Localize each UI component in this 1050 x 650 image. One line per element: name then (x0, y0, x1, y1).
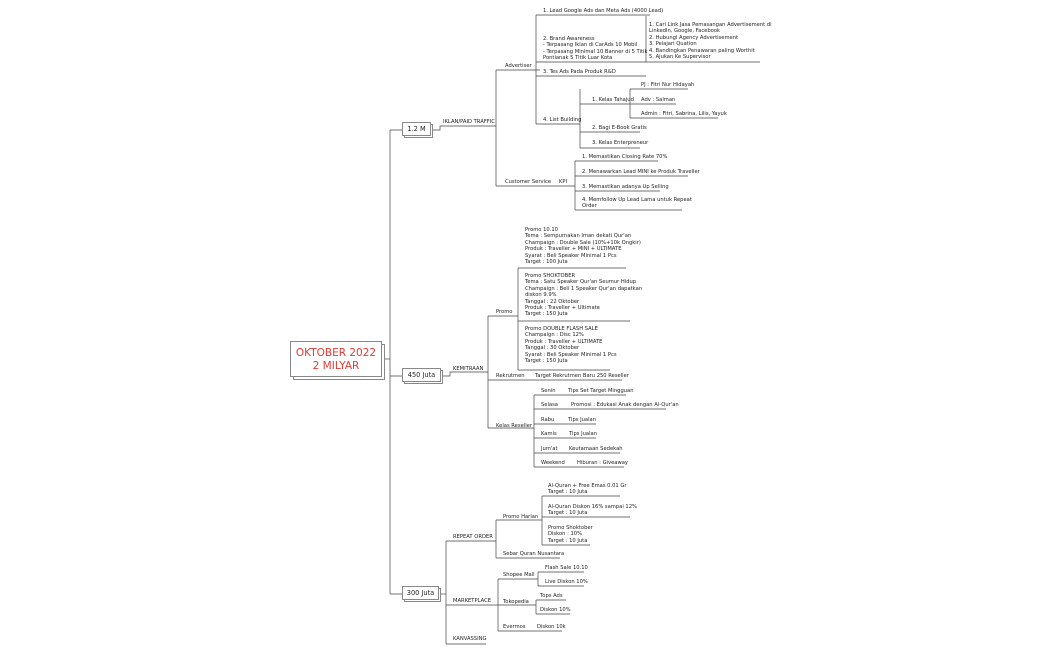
marketplace-title[interactable]: MARKETPLACE (453, 598, 491, 604)
live-diskon-label[interactable]: Live Diskon 10% (545, 579, 588, 585)
tops-ads-label[interactable]: Tops Ads (540, 593, 563, 599)
diskon-10k-label[interactable]: Diskon 10k (537, 624, 566, 630)
kelas-reseller-label[interactable]: Kelas Reseller (496, 423, 532, 429)
customer-service-label[interactable]: Customer Service (505, 179, 552, 185)
budget-node-2: 450 Juta (402, 368, 443, 384)
kpi-item-1[interactable]: 1. Memastikan Closing Rate 70% (582, 154, 668, 160)
budget-node-1-box[interactable]: 1.2 M (402, 122, 431, 136)
rekrutmen-target-label[interactable]: Target Rekrutmen Baru 250 Reseller (535, 373, 629, 379)
schedule-day[interactable]: Selasa (541, 402, 558, 408)
promo-1010-label[interactable]: Promo 10.10 Tema : Sempurnakan Iman deka… (525, 227, 641, 266)
schedule-day[interactable]: Senin (541, 388, 556, 394)
schedule-topic[interactable]: Promosi : Edukasi Anak dengan Al-Qur'an (571, 402, 679, 408)
admin-label[interactable]: Admin : Fitri, Sabrina, Lilis, Yayuk (641, 111, 727, 117)
kpi-label[interactable]: KPI (559, 179, 568, 185)
ebook-label[interactable]: 2. Bagi E-Book Gratis (592, 125, 647, 131)
list-building-label[interactable]: 4. List Building (543, 117, 582, 123)
iklan-title[interactable]: IKLAN/PAID TRAFFIC (443, 119, 495, 125)
budget-node-3: 300 Juta (402, 586, 441, 602)
evermos-label[interactable]: Evermos (503, 624, 526, 630)
root-node: OKTOBER 2022 2 MILYAR (290, 341, 385, 380)
budget-node-1: 1.2 M (402, 122, 433, 138)
advertiser-label[interactable]: Advertiser (505, 63, 532, 69)
adv-label[interactable]: Adv : Salman (641, 97, 676, 103)
promo-label[interactable]: Promo (496, 309, 513, 315)
schedule-day[interactable]: Kamis (541, 431, 557, 437)
root-subtitle: 2 MILYAR (312, 360, 360, 372)
promo-harian-item-1[interactable]: Al-Quran + Free Emas 0.01 Gr Target : 10… (548, 483, 627, 496)
shopee-mall-label[interactable]: Shopee Mall (503, 572, 535, 578)
schedule-day[interactable]: Jum'at (541, 446, 558, 452)
promo-harian-item-3[interactable]: Promo Shoktober Diskon : 10% Target : 10… (548, 525, 593, 544)
brand-steps-label[interactable]: 1. Cari Link Jasa Pemasangan Advertiseme… (649, 22, 772, 61)
schedule-topic[interactable]: Hiburan : Giveaway (577, 460, 628, 466)
kpi-item-2[interactable]: 2. Menawarkan Lead MINI ke Produk Travel… (582, 169, 700, 175)
tes-ads-label[interactable]: 3. Tes Ads Pada Produk R&D (543, 69, 616, 75)
flash-sale-label[interactable]: Flash Sale 10.10 (545, 565, 588, 571)
budget-node-3-box[interactable]: 300 Juta (402, 586, 439, 600)
diskon-10-label[interactable]: Diskon 10% (540, 607, 571, 613)
kpi-item-3[interactable]: 3. Memastikan adanya Up Selling (582, 184, 669, 190)
schedule-topic[interactable]: Tips Jualan (568, 417, 596, 423)
kpi-item-4[interactable]: 4. Memfollow Up Lead Lama untuk Repeat O… (582, 197, 692, 210)
sebar-quran-label[interactable]: Sebar Quran Nusantara (503, 551, 565, 557)
kelas-enterpreneur-label[interactable]: 3. Kelas Enterpreneur (592, 140, 649, 146)
lead-label[interactable]: 1. Lead Google Ads dan Meta Ads (4000 Le… (543, 8, 664, 14)
rekrutmen-label[interactable]: Rekrutmen (496, 373, 525, 379)
schedule-topic[interactable]: Keutamaan Sedekah (569, 446, 623, 452)
promo-harian-label[interactable]: Promo Harian (503, 514, 539, 520)
schedule-topic[interactable]: Tips Jualan (569, 431, 597, 437)
promo-double-flash-label[interactable]: Promo DOUBLE FLASH SALE Champaign : Disc… (525, 326, 617, 365)
schedule-day[interactable]: Weekend (541, 460, 565, 466)
root-title: OKTOBER 2022 (295, 347, 377, 359)
kanvassing-title[interactable]: KANVASSING (453, 636, 487, 642)
repeat-order-title[interactable]: REPEAT ORDER (453, 534, 493, 540)
kelas-tahajud-label[interactable]: 1. Kelas Tahajud (592, 97, 634, 103)
pj-label[interactable]: PJ : Fitri Nur Hidayah (641, 82, 695, 88)
promo-shoktober-label[interactable]: Promo SHOKTOBER Tema : Satu Speaker Qur'… (525, 273, 643, 318)
tokopedia-label[interactable]: Tokopedia (503, 599, 529, 605)
root-node-box[interactable]: OKTOBER 2022 2 MILYAR (290, 341, 382, 377)
budget-node-2-box[interactable]: 450 Juta (402, 368, 441, 382)
brand-awareness-label[interactable]: 2. Brand Awareness - Terpasang Iklan di … (543, 36, 648, 62)
kemitraan-title[interactable]: KEMITRAAN (453, 366, 484, 372)
schedule-topic[interactable]: Tips Set Target Mingguan (568, 388, 634, 394)
schedule-day[interactable]: Rabu (541, 417, 555, 423)
promo-harian-item-2[interactable]: Al-Quran Diskon 16% sampai 12% Target : … (548, 504, 637, 517)
